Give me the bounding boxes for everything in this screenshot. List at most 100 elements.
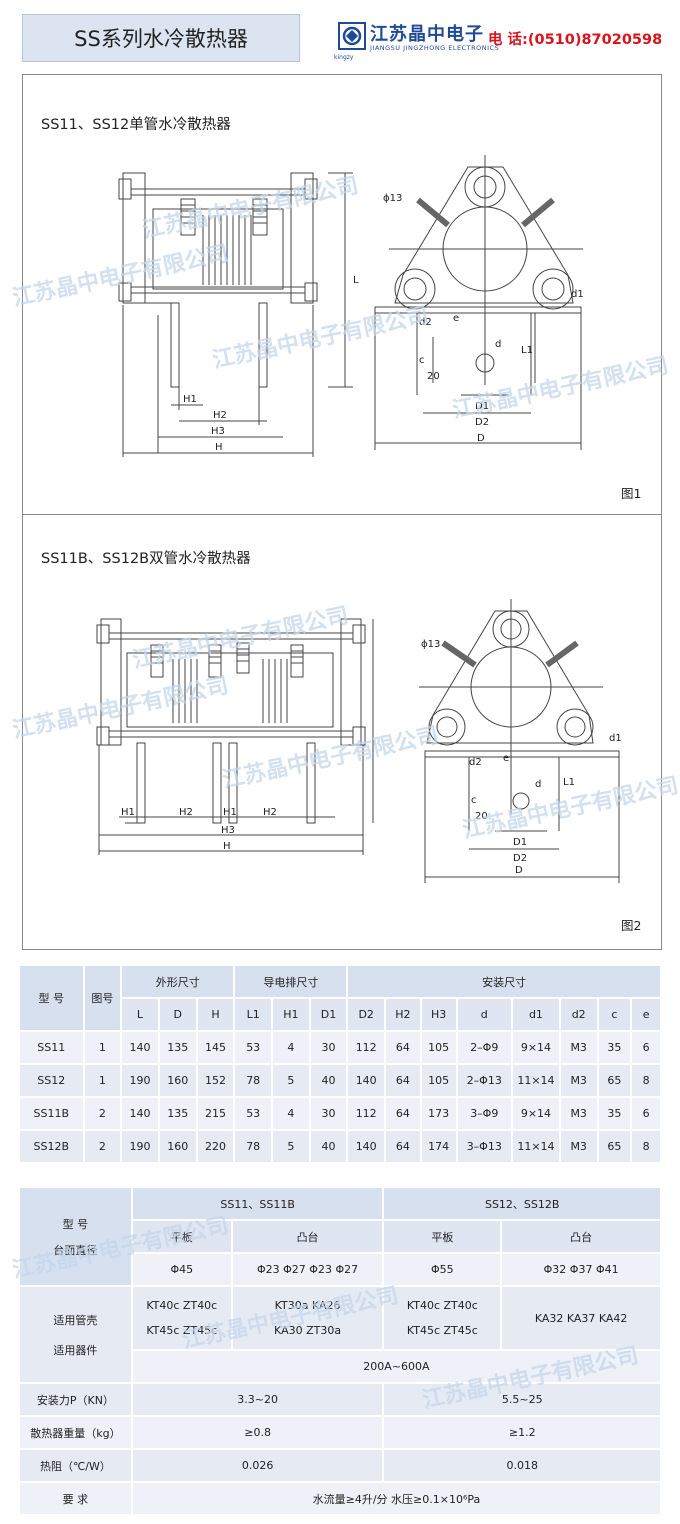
sub-header: d2: [559, 998, 599, 1032]
f1-dim-d2: d2: [419, 317, 432, 328]
figure1-panel: SS11、SS12单管水冷散热器 图1: [22, 74, 662, 516]
b-flat-shell-1: KT40c ZT40c: [406, 1299, 478, 1312]
logo-small-text: kingzy: [334, 54, 354, 61]
figure2-title: SS11B、SS12B双管水冷散热器: [41, 551, 251, 567]
a-flat: 平板: [131, 1220, 233, 1254]
req-label: 要 求: [20, 1482, 133, 1516]
b-flat-dia: Φ55: [383, 1253, 503, 1287]
cell: 135: [158, 1031, 198, 1065]
figure1-label: 图1: [621, 486, 642, 501]
f2-dim-H: H: [223, 841, 231, 852]
f1-dim-c: c: [419, 355, 425, 366]
group-a: SS11、SS11B: [131, 1188, 385, 1221]
f1-dim-L1: L1: [521, 345, 533, 356]
f1-dim-H1: H1: [183, 394, 197, 405]
cell: 140: [347, 1130, 387, 1164]
f2-dim-H2a: H2: [179, 807, 193, 818]
f2-dim-d1: d1: [609, 733, 622, 744]
cell: 190: [121, 1130, 160, 1164]
thermal-label: 热阻（℃/W）: [20, 1449, 133, 1483]
phone-number: 电 话:(0510)87020598: [488, 32, 663, 48]
req-value: 水流量≥4升/分 水压≥0.1×10⁶Pa: [131, 1482, 663, 1516]
f1-dim-d1: d1: [571, 289, 584, 300]
a-boss-shell-1: KT30a KA26: [274, 1299, 341, 1312]
sub-header: d: [456, 998, 514, 1032]
force-a: 3.3~20: [131, 1383, 385, 1417]
force-label: 安装力P（KN）: [20, 1383, 133, 1417]
figure1-drawing: ϕ13 L d1 d2 e c d 20 L1 H1 H2 H3 H D1 D2…: [118, 155, 584, 457]
a-flat-shell-2: KT45c ZT45c: [146, 1324, 218, 1337]
cell: 5: [272, 1130, 311, 1164]
sub-header: H: [196, 998, 236, 1032]
model-label: 型 号: [62, 1217, 89, 1231]
cell: 30: [309, 1097, 349, 1131]
cell: 3–Φ9: [456, 1097, 514, 1131]
b-flat-shell-2: KT45c ZT45c: [406, 1324, 478, 1337]
f2-dim-H2b: H2: [263, 807, 277, 818]
cell: 64: [385, 1097, 422, 1131]
f2-dim-L1: L1: [563, 777, 575, 788]
cell: SS11B: [20, 1097, 85, 1131]
sub-header: L1: [234, 998, 273, 1032]
a-boss-shell-2: KA30 ZT30a: [274, 1324, 342, 1337]
a-boss: 凸台: [231, 1220, 385, 1254]
cell: SS12B: [20, 1130, 85, 1164]
f2-dim-phi13: ϕ13: [421, 639, 440, 650]
f2-dim-H3: H3: [221, 825, 235, 836]
figure2-panel: SS11B、SS12B双管水冷散热器 图2: [22, 514, 662, 950]
cell: 30: [309, 1031, 349, 1065]
force-b: 5.5~25: [383, 1383, 662, 1417]
b-flat-shell: KT40c ZT40c KT45c ZT45c: [383, 1286, 503, 1351]
cell: 8: [631, 1130, 662, 1164]
f2-dim-e: e: [503, 753, 509, 764]
f2-dim-D1: D1: [513, 837, 527, 848]
cell: 160: [158, 1130, 198, 1164]
cell: 1: [83, 1031, 123, 1065]
cell: M3: [559, 1031, 599, 1065]
cell: 64: [385, 1031, 422, 1065]
cell: 112: [347, 1031, 387, 1065]
cell: 140: [347, 1064, 387, 1098]
thermal-a: 0.026: [131, 1449, 385, 1483]
cell: 2: [83, 1130, 123, 1164]
cell: 112: [347, 1097, 387, 1131]
cell: 3–Φ13: [456, 1130, 514, 1164]
figure2-drawing: ϕ13 d1 d2 e c d 20 L1 H1 H2 H1 H2 H3 H D…: [96, 599, 622, 883]
f1-dim-e: e: [453, 313, 459, 324]
spec-table: 型 号 台面直径 SS11、SS11B SS12、SS12B 平板 凸台 平板 …: [20, 1188, 663, 1516]
cell: 65: [597, 1130, 633, 1164]
b-boss-shell: KA32 KA37 KA42: [501, 1286, 662, 1351]
sub-header: e: [631, 998, 662, 1032]
f2-dim-d: d: [535, 779, 541, 790]
cell: M3: [559, 1064, 599, 1098]
sub-header: D: [158, 998, 198, 1032]
cell: 40: [309, 1130, 349, 1164]
sub-header: H1: [272, 998, 311, 1032]
cell: SS12: [20, 1064, 85, 1098]
col-model: 型 号: [20, 966, 85, 1032]
cell: 174: [420, 1130, 458, 1164]
cell: 173: [420, 1097, 458, 1131]
group-bus: 导电排尺寸: [234, 966, 349, 999]
f1-dim-D1: D1: [475, 401, 489, 412]
group-b: SS12、SS12B: [383, 1188, 662, 1221]
device-range: 200A~600A: [131, 1350, 663, 1384]
group-install: 安装尺寸: [347, 966, 662, 999]
cell: 8: [631, 1064, 662, 1098]
cell: 65: [597, 1064, 633, 1098]
cell: 64: [385, 1130, 422, 1164]
company-name-en: JIANGSU JINGZHONG ELECTRONICS: [370, 44, 500, 52]
a-flat-shell-1: KT40c ZT40c: [146, 1299, 218, 1312]
weight-a: ≥0.8: [131, 1416, 385, 1450]
cell: 145: [196, 1031, 236, 1065]
a-flat-shell: KT40c ZT40c KT45c ZT45c: [131, 1286, 233, 1351]
thermal-b: 0.018: [383, 1449, 662, 1483]
device-label: 适用器件: [53, 1343, 98, 1357]
sub-header: H3: [420, 998, 458, 1032]
sub-header: L: [121, 998, 160, 1032]
sub-header: c: [597, 998, 633, 1032]
shell-device-header: 适用管壳 适用器件: [20, 1286, 133, 1384]
b-boss: 凸台: [501, 1220, 662, 1254]
group-outer: 外形尺寸: [121, 966, 236, 999]
